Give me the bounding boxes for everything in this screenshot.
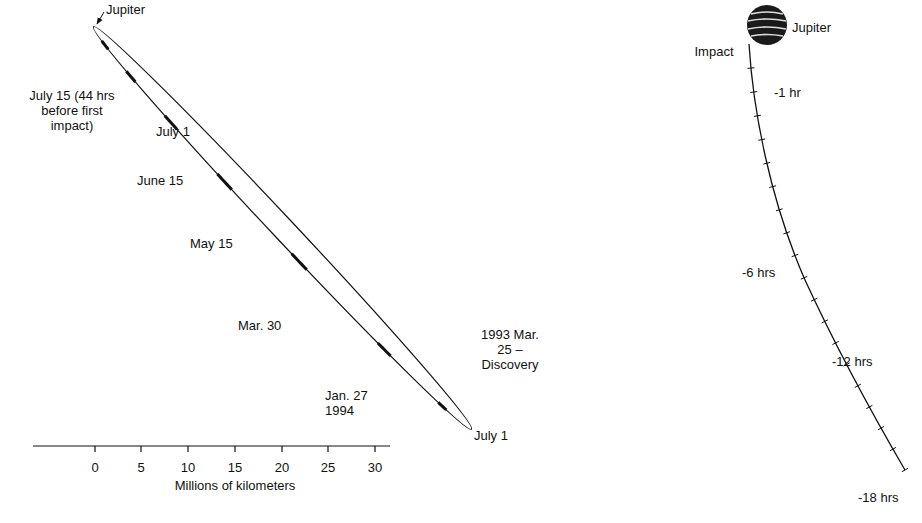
planet-label: Jupiter: [792, 20, 831, 35]
hour-tick: [769, 186, 776, 188]
time-label: -1 hr: [774, 85, 801, 100]
hour-tick: [792, 254, 799, 257]
axis-value: 15: [228, 460, 242, 475]
orbit-ellipse: [86, 19, 480, 436]
hour-tick: [747, 67, 754, 69]
hour-tick: [750, 91, 757, 93]
date-mark: [102, 41, 108, 49]
hour-tick: [855, 384, 861, 387]
time-label: -6 hrs: [742, 265, 775, 280]
hour-tick: [822, 320, 828, 323]
time-label: -12 hrs: [832, 354, 872, 369]
date-mark: [292, 254, 307, 270]
hour-tick: [801, 276, 807, 279]
time-label: -18 hrs: [858, 490, 898, 505]
hour-tick: [763, 162, 770, 164]
hour-tick: [758, 139, 765, 140]
hour-tick: [811, 298, 817, 301]
axis-value: 25: [321, 460, 335, 475]
leader-arrow: [97, 12, 104, 24]
jupiter-planet: [747, 5, 787, 45]
date-marks: [102, 41, 447, 410]
date-label: July 1: [156, 124, 190, 139]
hour-tick: [754, 115, 761, 116]
discovery-label: 1993 Mar. 25 – Discovery: [474, 327, 546, 372]
axis-value: 30: [368, 460, 382, 475]
distance-axis: [33, 446, 390, 452]
date-label: June 15: [137, 173, 183, 188]
planet-label: Jupiter: [106, 2, 145, 17]
axis-value: 20: [275, 460, 289, 475]
date-mark: [126, 71, 135, 82]
date-mark: [378, 343, 391, 356]
hour-tick: [832, 341, 838, 344]
hour-tick: [866, 405, 872, 408]
axis-title: Millions of kilometers: [175, 478, 296, 493]
hour-tick: [902, 468, 908, 472]
axis-value: 0: [91, 460, 98, 475]
date-mark: [438, 402, 446, 409]
date-mark: [217, 174, 231, 190]
axis-value: 10: [181, 460, 195, 475]
axis-value: 5: [137, 460, 144, 475]
date-label: Jan. 27 1994: [325, 388, 375, 418]
impact-label: Impact: [694, 44, 733, 59]
hour-tick: [776, 209, 783, 211]
date-label: May 15: [190, 236, 233, 251]
date-label: July 1: [474, 428, 508, 443]
trajectory-curve: [749, 44, 905, 470]
date-label: Mar. 30: [238, 318, 281, 333]
hour-tick: [783, 232, 790, 234]
hour-tick: [890, 447, 896, 450]
hour-tick: [878, 426, 884, 429]
date-label: July 15 (44 hrs before first impact): [22, 88, 122, 133]
